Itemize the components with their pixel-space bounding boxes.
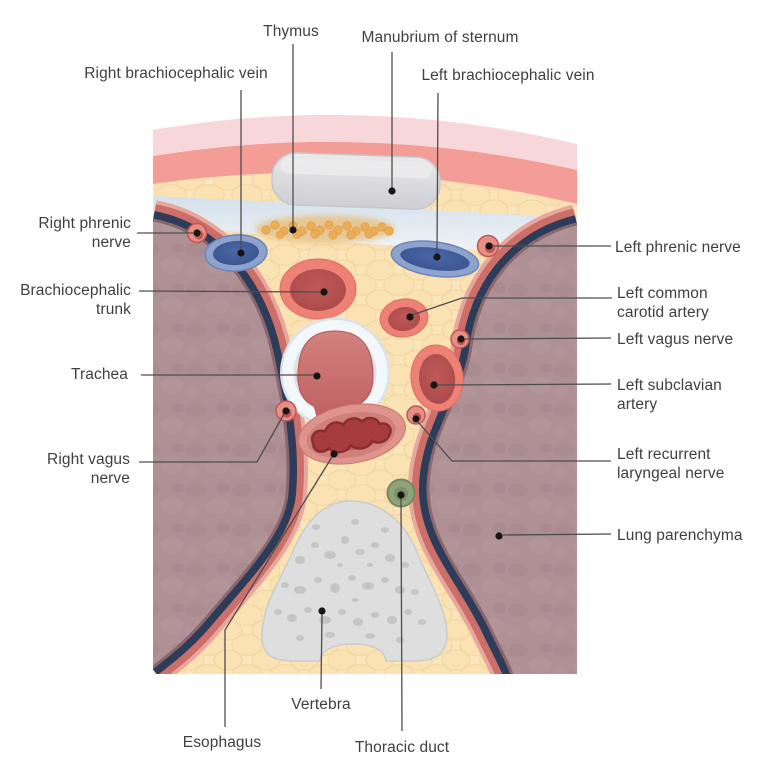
leader-dot-brachio-trunk [320,288,328,296]
esophagus-structure [298,403,406,465]
leader-thoracic-duct [400,497,403,732]
thymus-structure [255,215,395,243]
leader-left-carotid [411,297,612,316]
leader-dot-trachea [313,372,321,380]
leader-dot-esophagus [330,450,338,458]
leader-dot-left-phrenic [485,242,493,250]
chest-wall-outer-layer [153,114,577,170]
left-lung [408,204,577,674]
leader-esophagus [224,456,333,727]
leader-lung [502,533,612,536]
leader-vertebra [320,613,323,690]
leader-right-vagus [139,413,285,463]
leader-lines [137,44,612,732]
leader-left-recurrent [417,421,611,462]
leader-left-vagus [464,337,612,340]
leader-dot-right-vagus [282,407,290,415]
leader-dot-thymus [289,226,297,234]
leader-left-bcv [436,92,439,257]
right-lung [153,200,309,674]
trachea-structure [280,317,390,423]
leader-dot-left-bcv [433,253,441,261]
leader-dot-left-recurrent [412,415,420,423]
leader-brachio-trunk [138,290,322,293]
leader-dot-left-carotid [406,313,414,321]
manubrium-of-sternum [271,152,441,210]
leader-dot-manubrium [388,187,396,195]
leader-dot-right-bcv [237,249,245,257]
leader-dot-right-phrenic [193,229,201,237]
leader-dot-left-subclavian [430,381,438,389]
brachiocephalic-trunk-structure [279,258,357,320]
leader-dot-thoracic-duct [397,491,405,499]
left-common-carotid-structure [379,298,429,338]
right-brachiocephalic-vein-structure [204,234,268,272]
leader-dot-lung [495,532,503,540]
leader-dot-vertebra [318,607,326,615]
left-subclavian-structure [410,344,464,412]
leader-dot-left-vagus [457,335,465,343]
leader-left-subclavian [437,383,612,386]
